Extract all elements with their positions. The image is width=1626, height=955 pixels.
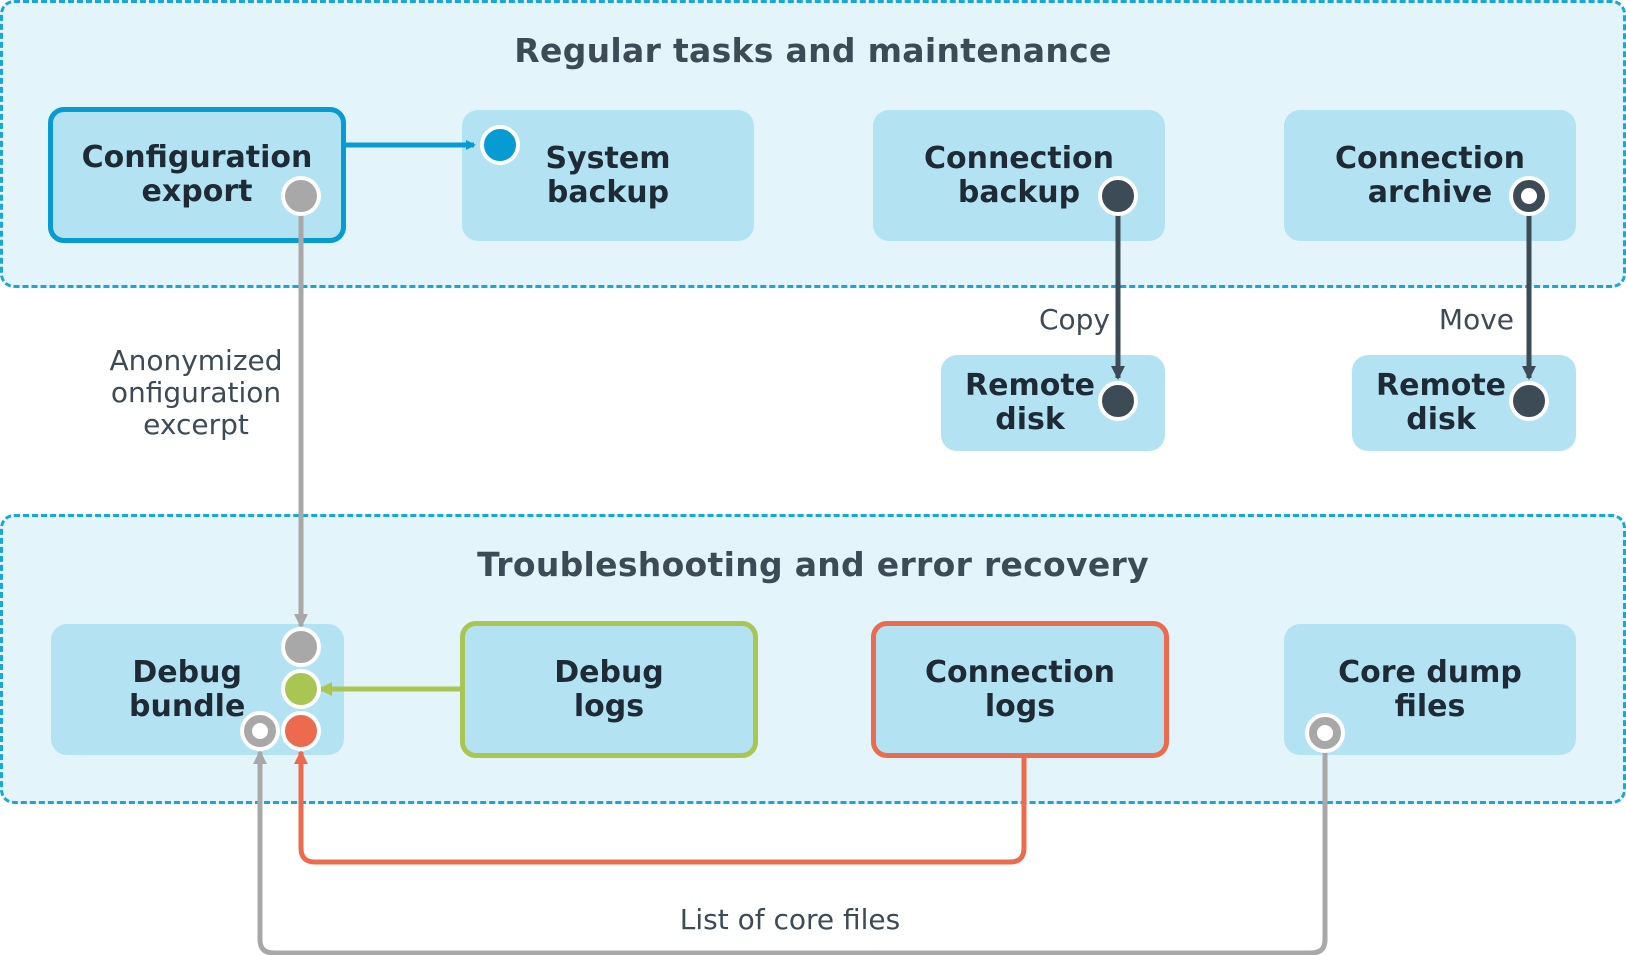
- section-title-regular: Regular tasks and maintenance: [514, 31, 1112, 70]
- core-dump-files-label: Core dump files: [1338, 654, 1522, 724]
- port-debug-bundle-red: [281, 711, 321, 751]
- copy-edge-label: Copy: [1038, 303, 1110, 336]
- port-remote-disk-copy: [1098, 381, 1138, 421]
- configuration-export-label: Configuration export: [81, 140, 313, 209]
- port-system-backup: [480, 125, 520, 165]
- port-remote-disk-move: [1509, 381, 1549, 421]
- section-title-troubleshooting: Troubleshooting and error recovery: [477, 545, 1149, 584]
- core-files-edge-label: List of core files: [679, 903, 901, 936]
- port-connection-archive-inner: [1521, 188, 1537, 204]
- port-connection-backup: [1098, 176, 1138, 216]
- remote-disk-copy-label: Remote disk: [965, 368, 1096, 437]
- system-backup-label: System backup: [545, 140, 671, 210]
- debug-logs-node: Debug logs: [460, 621, 758, 758]
- edge-core-dump-to-debug-bundle: [253, 748, 1328, 955]
- connection-logs-label: Connection logs: [924, 654, 1116, 724]
- debug-bundle-label: Debug bundle: [129, 654, 246, 724]
- configuration-export-node: Configuration export: [48, 107, 346, 243]
- port-core-dump-files-inner: [1317, 725, 1333, 741]
- move-edge-label: Move: [1438, 303, 1514, 336]
- port-debug-bundle-hollow-inner: [252, 723, 268, 739]
- port-config-export: [281, 176, 321, 216]
- connection-archive-label: Connection archive: [1334, 140, 1526, 210]
- debug-logs-label: Debug logs: [554, 654, 664, 724]
- port-debug-bundle-green: [281, 669, 321, 709]
- anonymized-edge-label: Anonymized onfiguration excerpt: [109, 344, 283, 441]
- port-debug-bundle-gray: [281, 627, 321, 667]
- connection-logs-node: Connection logs: [871, 621, 1169, 758]
- connection-backup-label: Connection backup: [923, 140, 1115, 210]
- remote-disk-move-label: Remote disk: [1376, 368, 1507, 437]
- edge-connection-logs-to-debug-bundle: [294, 750, 1027, 865]
